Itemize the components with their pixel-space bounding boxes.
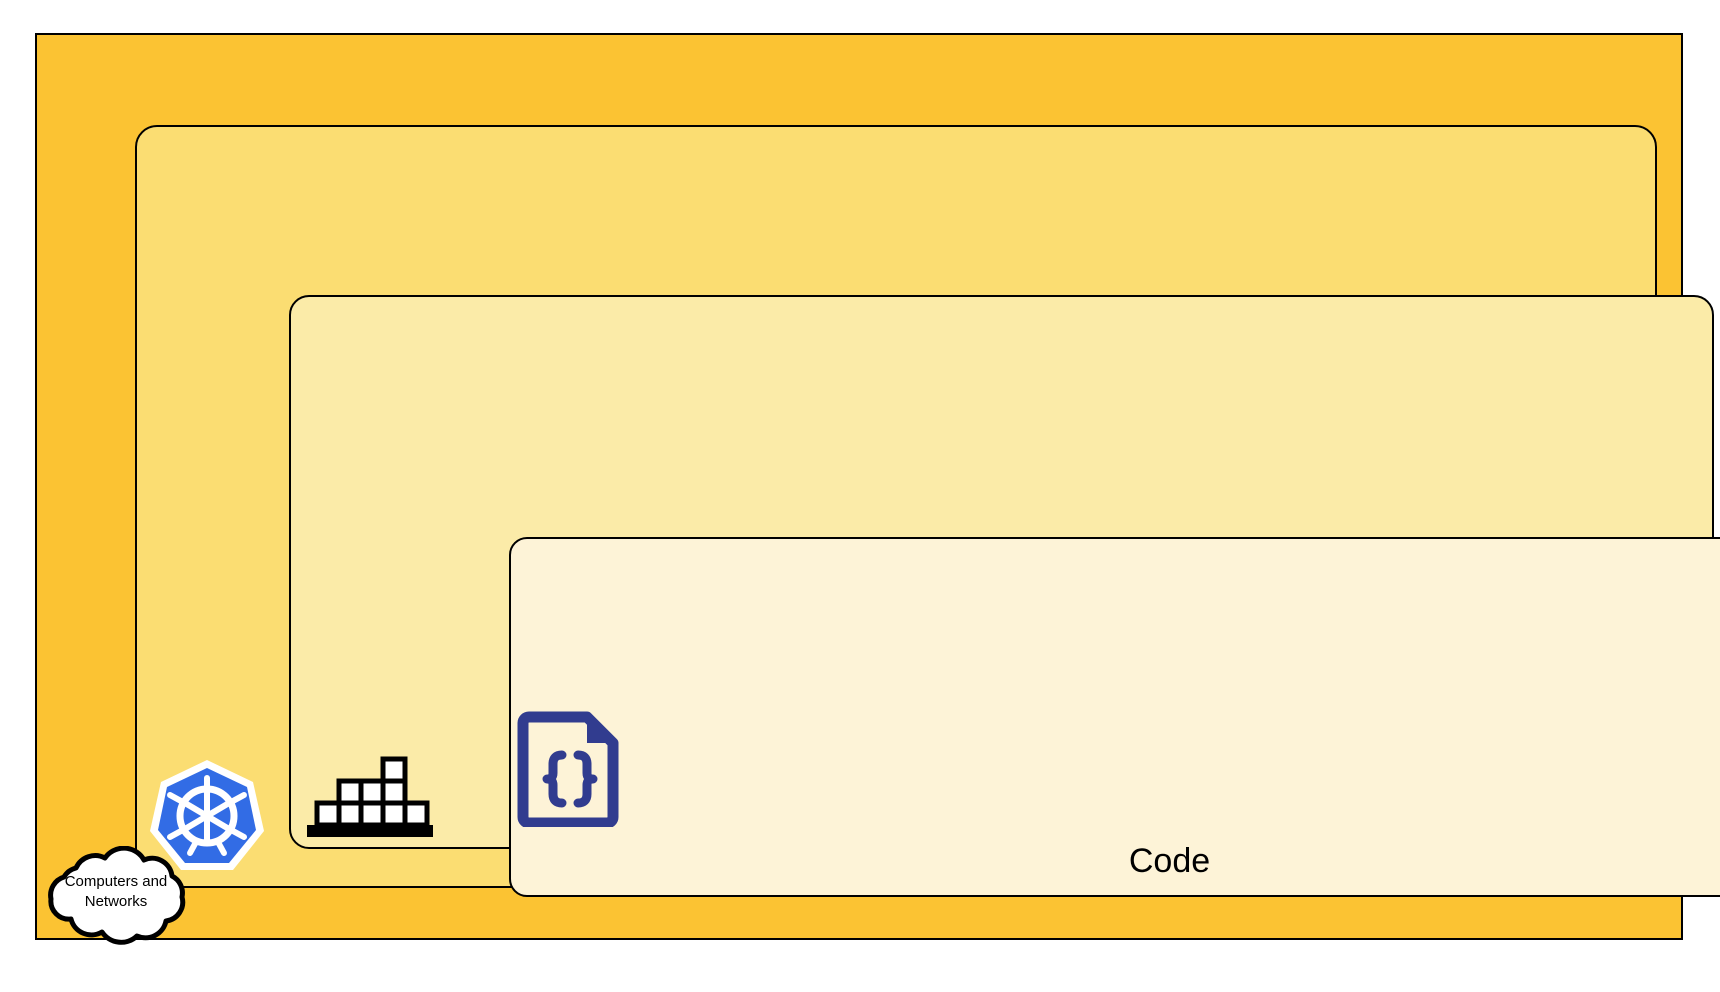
layer-code[interactable]: Code [509,537,1720,897]
layer-container[interactable]: Container [289,295,1720,897]
layer-datacenter[interactable]: Cloud/Co-Lo/Corporate Datacenter Cluster [35,33,1720,940]
kubernetes-icon [147,756,267,876]
computers-and-networks-label: Computers and Networks [64,873,168,910]
cloud-shape-icon [48,846,186,945]
layer-cluster[interactable]: Cluster [135,125,1720,897]
layer-code-label: Code [1128,842,1211,880]
container-stack-icon [305,751,435,841]
computers-and-networks-callout[interactable]: Computers and Networks [36,846,196,950]
code-braces-document-icon [515,707,627,827]
